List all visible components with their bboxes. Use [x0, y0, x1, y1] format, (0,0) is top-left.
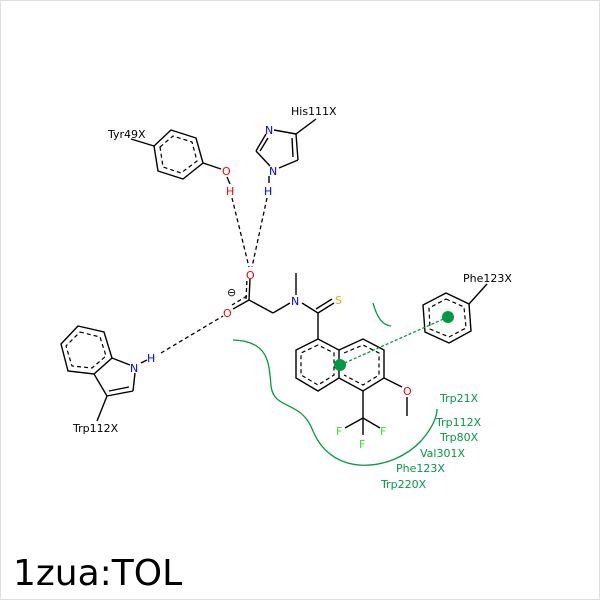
pi-stacking-line [339, 316, 449, 366]
hbond-tyr [231, 197, 250, 268]
tyr-residue: Tyr49X O H [107, 128, 234, 198]
hydrophobic-residue: Val301X [420, 447, 465, 460]
ligand: O O ⊖ N S O F F F [223, 269, 412, 451]
trp-label: Trp112X [72, 422, 119, 435]
trp-hydrogen: H [147, 352, 155, 365]
thio-sulfur: S [335, 294, 342, 307]
hydrophobic-contour-small [372, 302, 392, 327]
negative-charge: ⊖ [227, 286, 236, 299]
hydrophobic-contour [232, 339, 438, 466]
hbond-his [251, 197, 268, 268]
his-label: His111X [291, 105, 337, 118]
tyr-hydrogen: H [226, 185, 234, 198]
his-n3: N [265, 124, 273, 137]
hydrophobic-labels: Trp21X Trp112X Trp80X Val301X Phe123X Tr… [380, 392, 482, 491]
fluorine-2: F [380, 425, 386, 438]
tyr-label: Tyr49X [107, 128, 146, 141]
his-n1: N [269, 165, 277, 178]
complex-title: 1zua:TOL [13, 553, 183, 594]
fluorine-1: F [336, 425, 342, 438]
hydrophobic-residue: Trp112X [435, 416, 482, 429]
his-hydrogen: H [264, 185, 272, 198]
hydrophobic-residue: Trp21X [439, 392, 479, 405]
ring-centroid-ligand [334, 359, 346, 371]
phe-label: Phe123X [463, 272, 512, 285]
trp-nitrogen: N [130, 362, 138, 375]
hydrophobic-residue: Phe123X [396, 462, 445, 475]
ring-centroid-phe [442, 311, 454, 323]
methoxy-oxygen: O [403, 385, 412, 398]
amide-nitrogen: N [291, 295, 299, 308]
carboxyl-oxygen-2: O [223, 307, 232, 320]
carboxyl-oxygen-1: O [246, 269, 255, 282]
tyr-oxygen: O [222, 165, 231, 178]
hbond-trp [160, 315, 224, 354]
hydrophobic-residue: Trp220X [380, 478, 427, 491]
phe-residue: Phe123X [422, 272, 512, 344]
hydrophobic-residue: Trp80X [439, 431, 479, 444]
fluorine-3: F [359, 438, 365, 451]
trp-residue: N H Trp112X [60, 325, 155, 435]
his-residue: His111X N N H [255, 105, 337, 198]
